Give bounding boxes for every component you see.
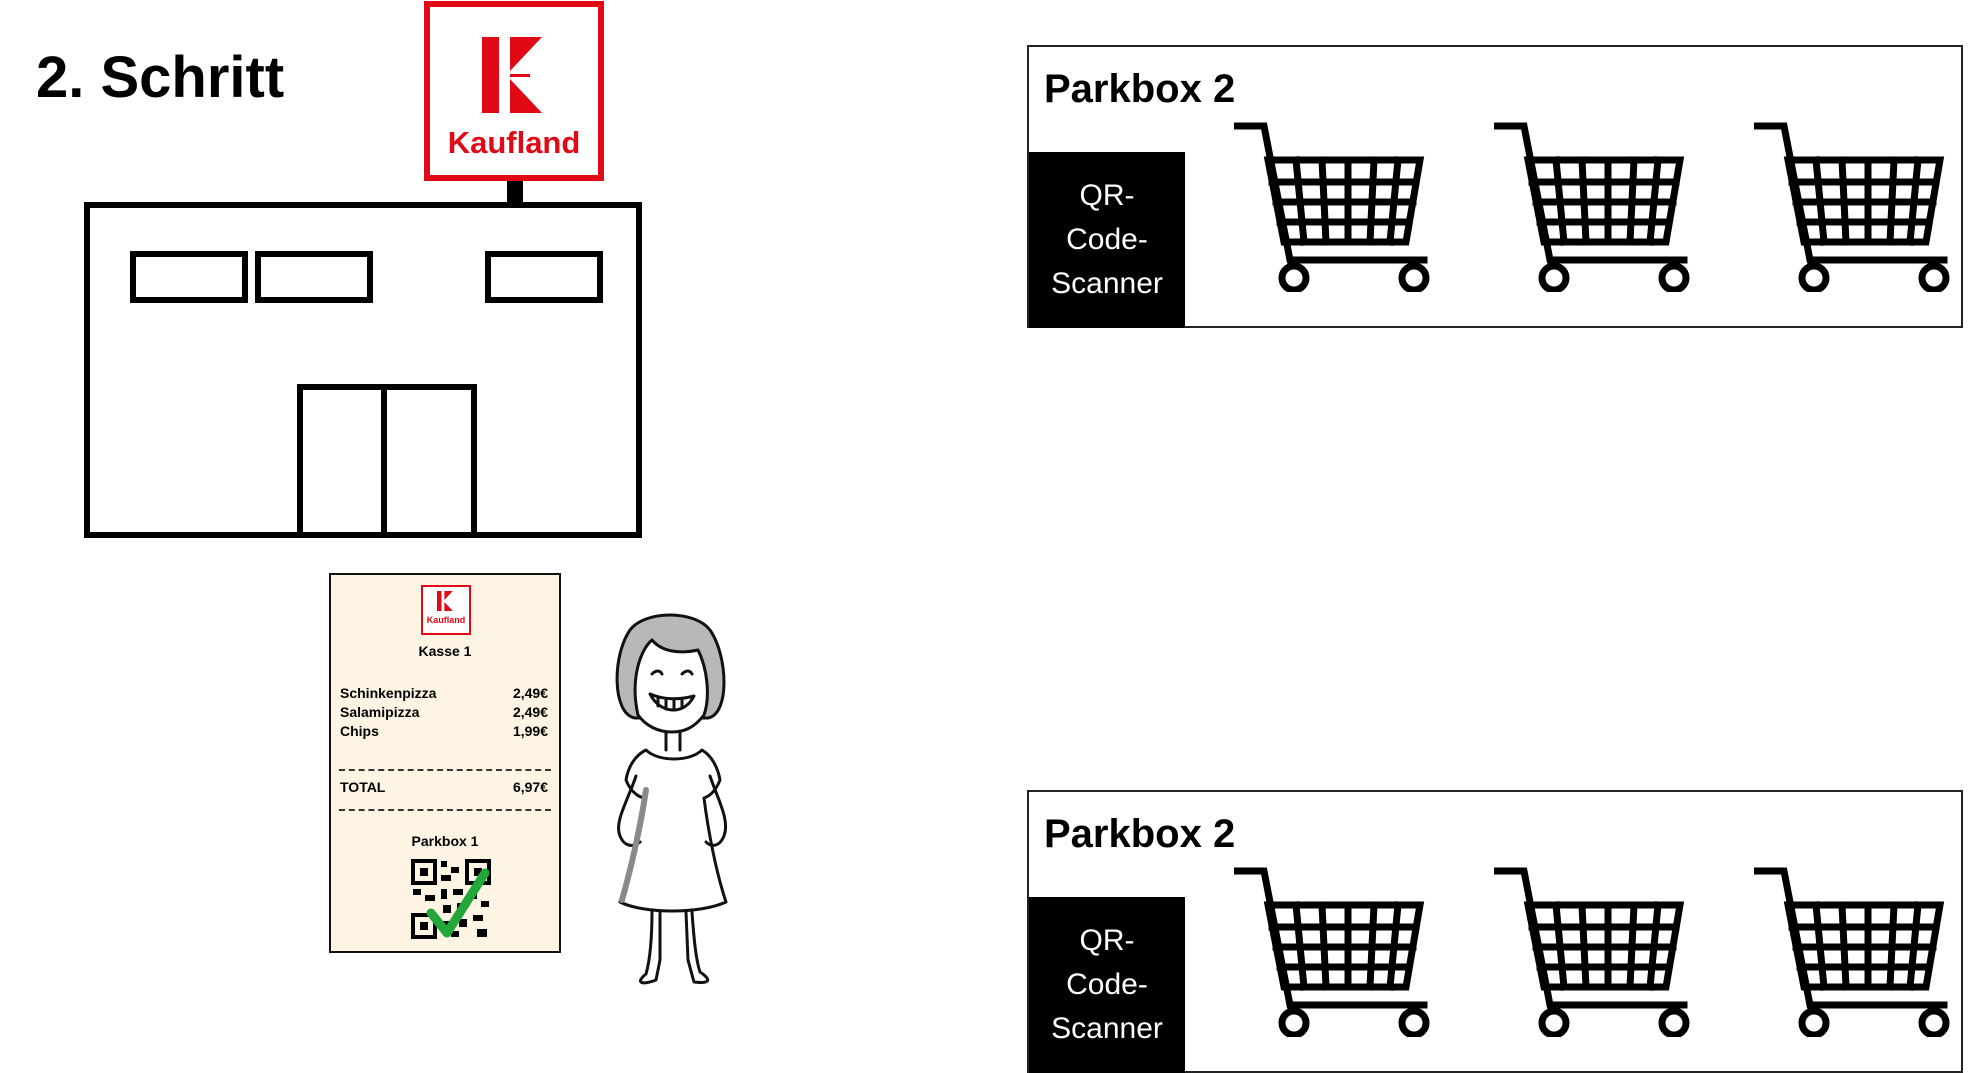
kaufland-sign: Kaufland xyxy=(424,1,604,181)
item-name: Chips xyxy=(340,723,379,739)
scanner-label-line: QR- xyxy=(1079,924,1135,957)
kaufland-logo-icon xyxy=(482,37,542,113)
receipt-line-item: Salamipizza 2,49€ xyxy=(340,704,548,722)
shopping-cart-icon xyxy=(1234,122,1430,292)
door-divider xyxy=(381,390,387,538)
receipt-line-item: Chips 1,99€ xyxy=(340,723,548,741)
qr-code-scanner: QR- Code- Scanner xyxy=(1029,897,1185,1073)
qr-code-scanner: QR- Code- Scanner xyxy=(1029,152,1185,328)
scanner-label-line: Code- xyxy=(1066,223,1148,256)
receipt-divider xyxy=(339,769,551,771)
scanner-label-line: Scanner xyxy=(1051,1012,1163,1045)
item-price: 2,49€ xyxy=(512,685,548,701)
sign-post xyxy=(507,181,523,203)
receipt-total: TOTAL 6,97€ xyxy=(340,779,548,797)
receipt-logo-text: Kaufland xyxy=(426,615,466,625)
shopping-cart-icon xyxy=(1494,867,1690,1037)
parkbox-panel: Parkbox 2 QR- Code- Scanner xyxy=(1027,45,1963,328)
store-building xyxy=(84,202,642,538)
scanner-label-line: Scanner xyxy=(1051,267,1163,300)
qr-code-icon xyxy=(411,859,491,939)
parkbox-title: Parkbox 2 xyxy=(1044,67,1236,111)
item-price: 1,99€ xyxy=(512,723,548,739)
shopping-cart-icon xyxy=(1754,122,1950,292)
parkbox-title: Parkbox 2 xyxy=(1044,812,1236,856)
receipt-line-item: Schinkenpizza 2,49€ xyxy=(340,685,548,703)
item-price: 2,49€ xyxy=(512,704,548,720)
store-window xyxy=(255,251,373,303)
shopping-cart-icon xyxy=(1754,867,1950,1037)
receipt-register: Kasse 1 xyxy=(418,643,472,659)
customer-woman-icon xyxy=(615,613,728,985)
store-door xyxy=(297,384,477,538)
kaufland-logo-icon xyxy=(437,591,453,611)
scanner-label-line: QR- xyxy=(1079,179,1135,212)
step-title: 2. Schritt xyxy=(36,45,285,110)
item-name: Salamipizza xyxy=(340,704,420,720)
shopping-cart-icon xyxy=(1494,122,1690,292)
total-label: TOTAL xyxy=(340,779,386,795)
receipt-divider xyxy=(339,809,551,811)
sign-brand-text: Kaufland xyxy=(447,125,581,160)
item-name: Schinkenpizza xyxy=(340,685,437,701)
store-window xyxy=(130,251,248,303)
total-value: 6,97€ xyxy=(512,779,548,795)
parkbox-panel: Parkbox 2 QR- Code- Scanner xyxy=(1027,790,1963,1073)
receipt: Kaufland Kasse 1 Schinkenpizza 2,49€ Sal… xyxy=(329,573,561,953)
receipt-logo: Kaufland xyxy=(421,585,471,635)
scanner-label-line: Code- xyxy=(1066,968,1148,1001)
shopping-cart-icon xyxy=(1234,867,1430,1037)
store-window xyxy=(485,251,603,303)
receipt-parkbox: Parkbox 1 xyxy=(411,833,479,849)
